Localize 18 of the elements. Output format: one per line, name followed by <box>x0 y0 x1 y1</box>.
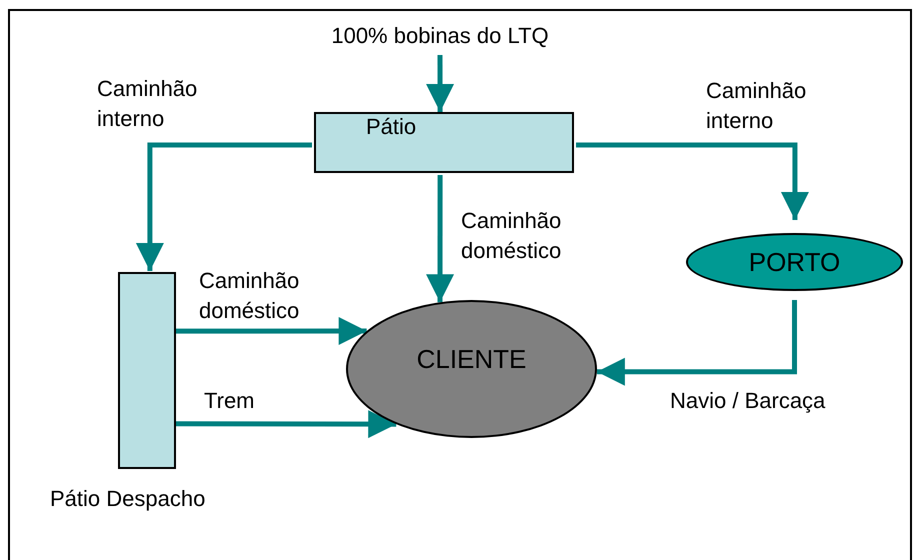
port-ellipse: PORTO <box>686 233 903 291</box>
arrow <box>426 175 454 302</box>
edge-label: Caminhão doméstico <box>461 207 562 265</box>
arrow <box>576 142 809 220</box>
arrow <box>426 55 454 112</box>
node-caption: Pátio Despacho <box>50 485 206 513</box>
yard-box: Pátio <box>314 112 574 173</box>
edge-label: Navio / Barcaça <box>670 387 826 415</box>
arrow <box>136 142 312 271</box>
edge-label: Trem <box>204 387 256 415</box>
arrow <box>596 300 797 386</box>
edge-label: Caminhão interno <box>706 77 808 135</box>
edge-label: Caminhão doméstico <box>199 267 300 325</box>
edge-label: Caminhão interno <box>97 75 198 133</box>
client-ellipse: CLIENTE <box>346 300 597 438</box>
arrow <box>176 410 396 438</box>
arrow <box>176 317 367 346</box>
source-label: 100% bobinas do LTQ <box>290 20 590 50</box>
